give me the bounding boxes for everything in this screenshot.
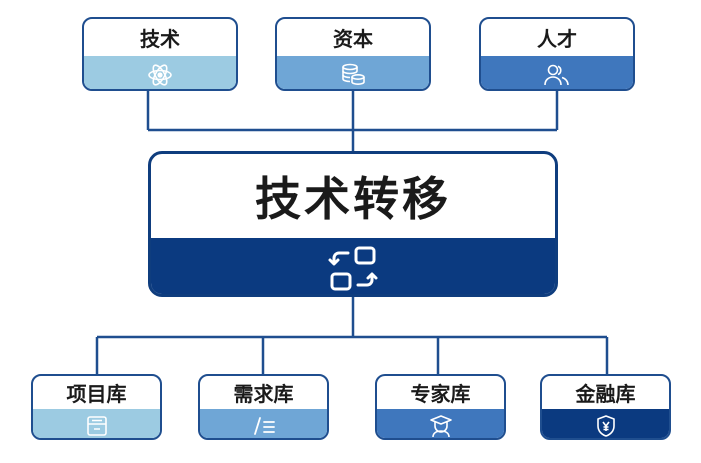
library-icon-band: [377, 409, 504, 438]
library-card-experts: 专家库: [375, 374, 506, 440]
library-card-demands: 需求库: [198, 374, 329, 440]
library-label: 需求库: [233, 382, 294, 406]
people-icon: [544, 64, 569, 85]
library-card-finance: 金融库: [540, 374, 671, 440]
exchange-arrows-icon: [328, 246, 378, 291]
center-box: 技术转移: [148, 151, 558, 297]
input-card-talent: 人才: [479, 17, 635, 91]
center-title: 技术转移: [255, 172, 451, 226]
library-icon-band: [200, 409, 327, 438]
atom-icon: [148, 63, 172, 86]
shield-yen-icon: [596, 414, 615, 437]
graduate-icon: [429, 414, 452, 437]
library-icon-band: [542, 409, 669, 438]
coins-icon: [342, 63, 365, 85]
library-icon-band: [33, 409, 160, 438]
archive-box-icon: [86, 415, 107, 436]
library-label: 项目库: [66, 382, 127, 406]
input-icon-band: [84, 56, 236, 89]
input-card-technology: 技术: [82, 17, 238, 91]
input-label: 人才: [537, 27, 577, 51]
edit-list-icon: [253, 416, 275, 435]
input-label: 技术: [140, 27, 180, 51]
library-card-projects: 项目库: [31, 374, 162, 440]
center-icon-band: [151, 238, 555, 294]
input-card-capital: 资本: [275, 17, 431, 91]
input-icon-band: [481, 56, 633, 89]
library-label: 专家库: [410, 382, 471, 406]
input-label: 资本: [333, 27, 373, 51]
library-label: 金融库: [575, 382, 636, 406]
input-icon-band: [277, 56, 429, 89]
